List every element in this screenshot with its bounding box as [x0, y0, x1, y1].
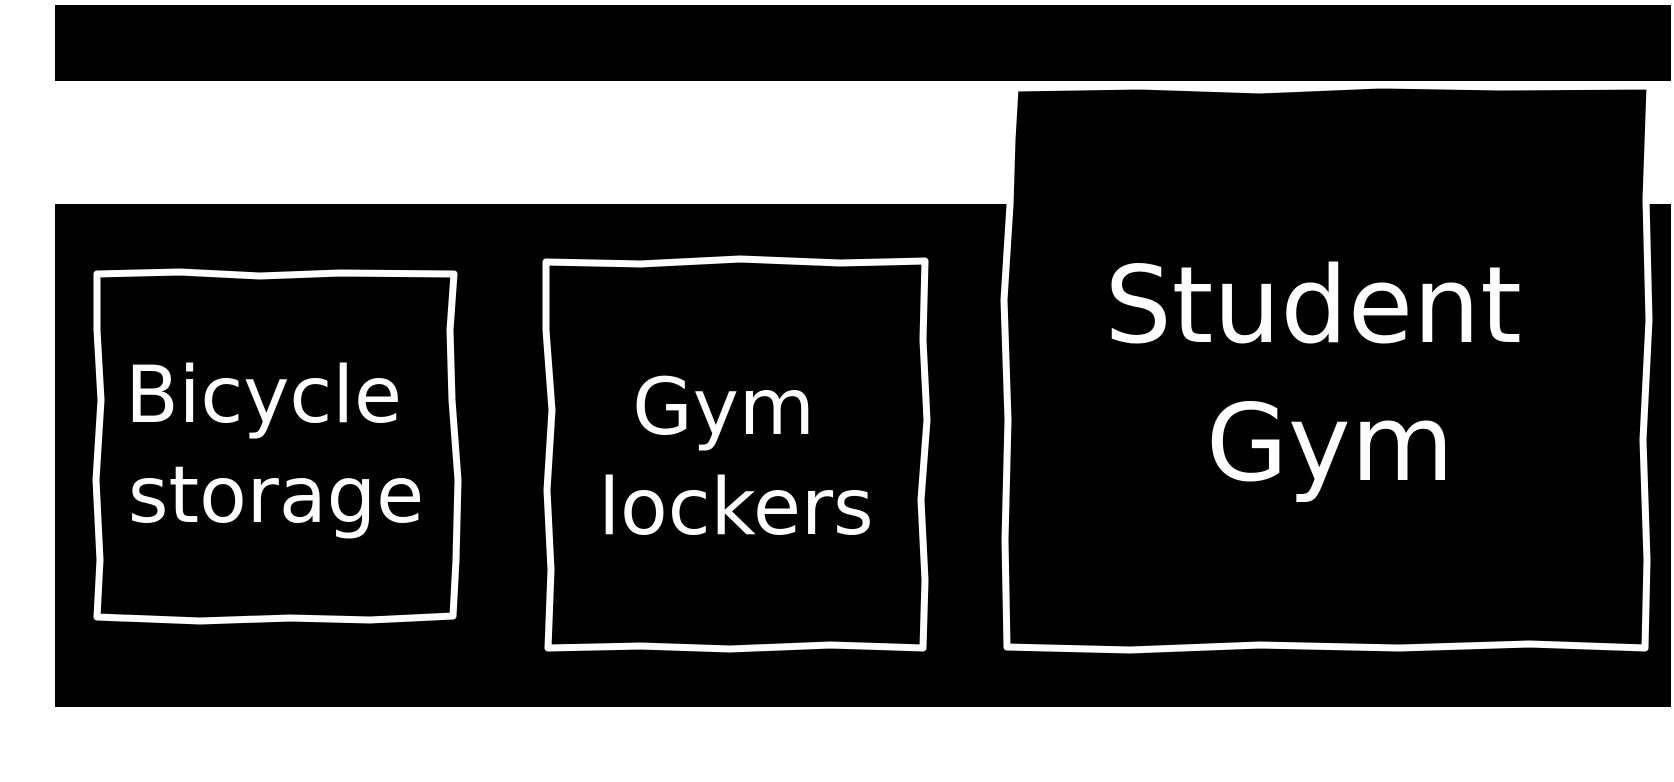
room-gym-lockers[interactable]: Gym lockers: [542, 255, 931, 653]
room-bicycle-storage-line-1: Bicycle: [125, 351, 402, 441]
room-gym-lockers-label: Gym lockers: [598, 363, 873, 553]
room-student-gym-outline: [1000, 81, 1654, 654]
room-student-gym-line-2: Gym: [1206, 382, 1454, 505]
room-gym-lockers-line-1: Gym: [632, 363, 815, 453]
room-student-gym[interactable]: Student Gym: [1000, 81, 1654, 654]
top-wall-band: [55, 5, 1671, 81]
room-bicycle-storage-line-2: storage: [128, 451, 424, 541]
room-bicycle-storage-label: Bicycle storage: [125, 351, 427, 541]
room-gym-lockers-outline: [542, 255, 931, 653]
room-student-gym-line-1: Student: [1105, 244, 1522, 367]
room-student-gym-label: Student Gym: [1105, 244, 1556, 505]
room-gym-lockers-line-2: lockers: [598, 463, 873, 553]
room-bicycle-storage-outline: [92, 268, 462, 625]
room-bicycle-storage[interactable]: Bicycle storage: [92, 268, 462, 625]
